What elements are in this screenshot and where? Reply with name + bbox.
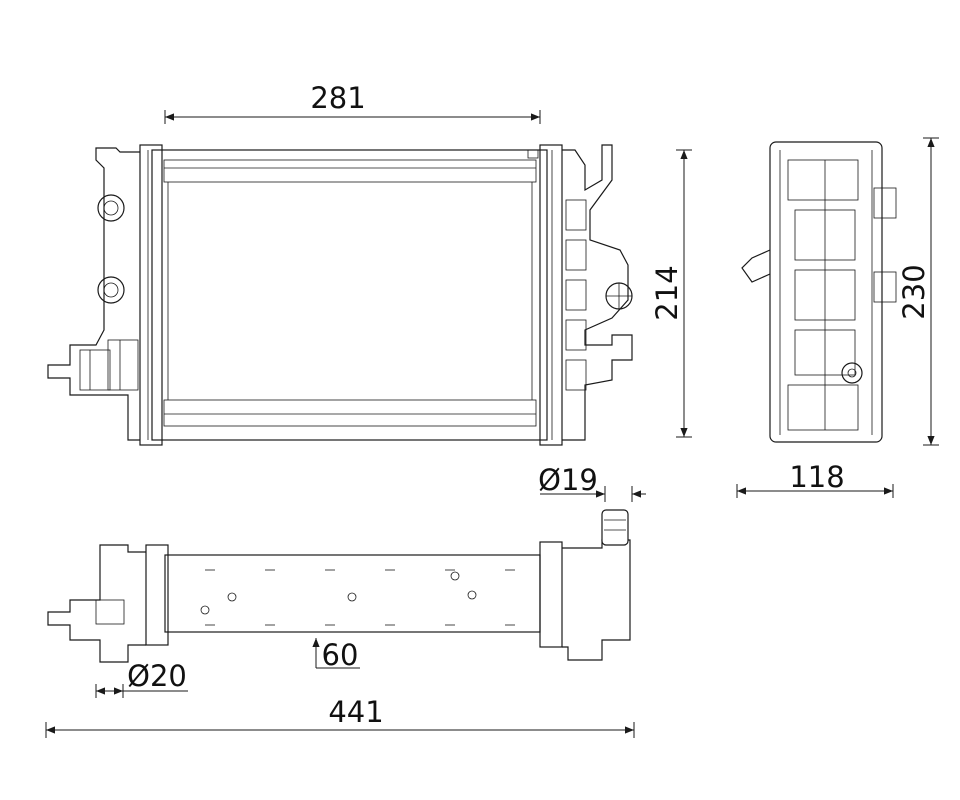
dim-label-core-depth: 60 xyxy=(322,638,359,672)
dim-label-inlet-diameter: Ø20 xyxy=(127,659,187,693)
dim-label-side-width: 118 xyxy=(789,460,844,494)
front-view xyxy=(47,144,633,446)
side-view xyxy=(741,141,897,443)
bottom-view xyxy=(47,509,631,663)
dimension-lines xyxy=(45,110,939,738)
dim-label-core-width: 281 xyxy=(310,81,365,115)
dim-label-outlet-diameter: Ø19 xyxy=(538,463,598,497)
dim-label-overall-length: 441 xyxy=(328,695,383,729)
dim-label-core-height: 214 xyxy=(650,265,684,320)
dim-label-side-height: 230 xyxy=(897,264,931,319)
